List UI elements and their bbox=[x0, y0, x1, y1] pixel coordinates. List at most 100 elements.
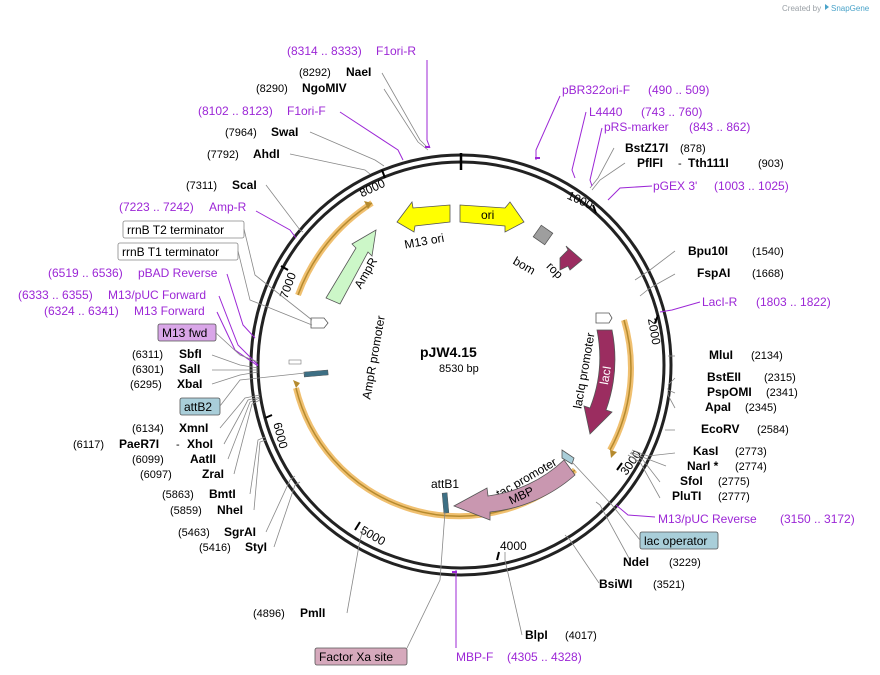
enzyme-naei-name: NaeI bbox=[346, 65, 371, 79]
feature-attb2[interactable] bbox=[303, 369, 329, 378]
primer-f1ori-r-name: F1ori-R bbox=[376, 44, 416, 58]
enzyme-fspai-name: FspAI bbox=[697, 266, 730, 280]
lac-operator-box bbox=[639, 531, 719, 550]
primer-m13-fwd-name: M13 Forward bbox=[134, 304, 205, 318]
enzyme-scai-coord: (7311) bbox=[186, 180, 217, 192]
enzyme-ahdi-name: AhdI bbox=[253, 147, 280, 161]
enzyme-xhoi-name: XhoI bbox=[187, 437, 213, 451]
feature-tac-promoter-arrow[interactable] bbox=[561, 449, 575, 465]
enzyme-bsteii-name: BstEII bbox=[707, 370, 741, 384]
enzyme-pmli-coord: (4896) bbox=[253, 608, 285, 620]
enzyme-zrai-name: ZraI bbox=[202, 467, 224, 481]
factor-xa-label: Factor Xa site bbox=[319, 650, 393, 664]
feature-m13-ori-label: M13 ori bbox=[403, 231, 445, 252]
orf-arrow-head-3 bbox=[293, 380, 300, 388]
primer-l4440-range: (743 .. 760) bbox=[641, 105, 702, 119]
primer-marker-pbr322ori bbox=[535, 157, 540, 159]
tick-6000 bbox=[264, 414, 273, 419]
enzyme-naei-coord: (8292) bbox=[299, 67, 331, 79]
enzyme-nhei-name: NheI bbox=[217, 503, 243, 517]
enzyme-xmni-name: XmnI bbox=[179, 421, 208, 435]
tick-7000 bbox=[280, 265, 289, 271]
primer-pgex3-name: pGEX 3' bbox=[653, 179, 697, 193]
enzyme-ngomiv-name: NgoMIV bbox=[302, 81, 347, 95]
feature-ampr-promoter-arrow[interactable] bbox=[310, 317, 329, 329]
feature-rop[interactable] bbox=[559, 245, 583, 271]
orf-arrow-head-2 bbox=[610, 450, 617, 458]
feature-attb1[interactable] bbox=[441, 492, 450, 514]
enzyme-aatii-name: AatII bbox=[190, 452, 216, 466]
primer-f1ori-f-name: F1ori-F bbox=[287, 104, 326, 118]
primer-prs-marker-name: pRS-marker bbox=[604, 120, 669, 134]
enzyme-sbfi-coord: (6311) bbox=[132, 349, 163, 361]
enzyme-zrai-coord: (6097) bbox=[140, 469, 172, 481]
enzyme-nhei-coord: (5859) bbox=[170, 505, 202, 517]
primer-marker-mbp-f bbox=[452, 571, 457, 573]
primer-amp-r-range: (7223 .. 7242) bbox=[119, 200, 194, 214]
attb2-label: attB2 bbox=[184, 400, 212, 414]
enzyme-pluti-coord: (2777) bbox=[718, 491, 750, 503]
enzyme-ndei-name: NdeI bbox=[623, 555, 649, 569]
feature-mbp[interactable] bbox=[453, 459, 576, 521]
primer-pgex3-range: (1003 .. 1025) bbox=[714, 179, 789, 193]
primer-m13puc-fwd-range: (6333 .. 6355) bbox=[18, 288, 93, 302]
enzyme-styi-coord: (5416) bbox=[199, 542, 231, 554]
enzyme-styi-name: StyI bbox=[245, 540, 267, 554]
m13-fwd-box bbox=[157, 323, 217, 342]
enzyme-leaders bbox=[211, 72, 676, 636]
primer-laci-r-range: (1803 .. 1822) bbox=[756, 295, 831, 309]
enzyme-swai-name: SwaI bbox=[271, 125, 298, 139]
tick-3000 bbox=[616, 462, 623, 471]
primer-m13-fwd-range: (6324 .. 6341) bbox=[44, 304, 119, 318]
tick-4000 bbox=[496, 551, 500, 561]
tick-1000 bbox=[592, 204, 597, 214]
attb2-box bbox=[179, 397, 221, 416]
enzyme-sgrai-coord: (5463) bbox=[178, 527, 210, 539]
tick-2000 bbox=[654, 314, 659, 324]
tick-5000 bbox=[354, 521, 361, 531]
primer-pbr322ori-f-range: (490 .. 509) bbox=[648, 83, 709, 97]
enzyme-mlui-coord: (2134) bbox=[751, 350, 783, 362]
tick-label-5000: 5000 bbox=[358, 523, 388, 549]
primer-leaders bbox=[216, 60, 701, 648]
feature-m13-ori[interactable] bbox=[396, 201, 451, 233]
enzyme-bstz17i-name: BstZ17I bbox=[625, 141, 668, 155]
primer-f1ori-f-range: (8102 .. 8123) bbox=[198, 104, 273, 118]
enzyme-paer7i-name: PaeR7I bbox=[119, 437, 159, 451]
enzyme-pflfi-name: PflFI bbox=[637, 156, 663, 170]
feature-laciq-promoter-arrow[interactable] bbox=[595, 312, 613, 324]
enzyme-kasi-coord: (2773) bbox=[735, 446, 767, 458]
enzyme-bstz17i-coord: (878) bbox=[680, 143, 706, 155]
enzyme-sali-name: SalI bbox=[179, 362, 200, 376]
feature-bom[interactable] bbox=[532, 224, 554, 246]
feature-ori[interactable] bbox=[459, 201, 525, 233]
feature-small-marker bbox=[288, 359, 302, 365]
feature-ampr[interactable] bbox=[325, 229, 377, 305]
primer-amp-r-name: Amp-R bbox=[209, 200, 247, 214]
enzyme-sgrai-name: SgrAI bbox=[224, 525, 256, 539]
tick-label-4000: 4000 bbox=[500, 539, 527, 553]
rrnb-t2-label: rrnB T2 terminator bbox=[127, 223, 224, 237]
lac-operator-label: lac operator bbox=[644, 534, 707, 548]
feature-laci[interactable] bbox=[583, 329, 616, 435]
m13-fwd-label: M13 fwd bbox=[162, 326, 207, 340]
primer-prs-marker-range: (843 .. 862) bbox=[689, 120, 750, 134]
enzyme-fspai-coord: (1668) bbox=[752, 268, 784, 280]
primer-mbp-f-name: MBP-F bbox=[456, 650, 493, 664]
primer-pbad-name: pBAD Reverse bbox=[138, 266, 218, 280]
enzyme-kasi-name: KasI bbox=[693, 444, 718, 458]
enzyme-separator: - bbox=[176, 439, 180, 451]
enzyme-bpu10i-name: Bpu10I bbox=[688, 244, 728, 258]
enzyme-tth111i-name: Tth111I bbox=[688, 156, 729, 170]
primer-mbp-f-range: (4305 .. 4328) bbox=[507, 650, 582, 664]
enzyme-ecorv-name: EcoRV bbox=[701, 422, 739, 436]
enzyme-bsiwi-coord: (3521) bbox=[653, 579, 685, 591]
primer-laci-r-name: LacI-R bbox=[702, 295, 738, 309]
orf-arrow-head-1 bbox=[364, 201, 372, 209]
feature-ori-label: ori bbox=[481, 208, 494, 222]
enzyme-bsiwi-name: BsiWI bbox=[599, 577, 632, 591]
tick-marks bbox=[264, 169, 659, 561]
enzyme-bpu10i-coord: (1540) bbox=[752, 246, 784, 258]
enzyme-paer7i-coord: (6117) bbox=[73, 439, 104, 451]
